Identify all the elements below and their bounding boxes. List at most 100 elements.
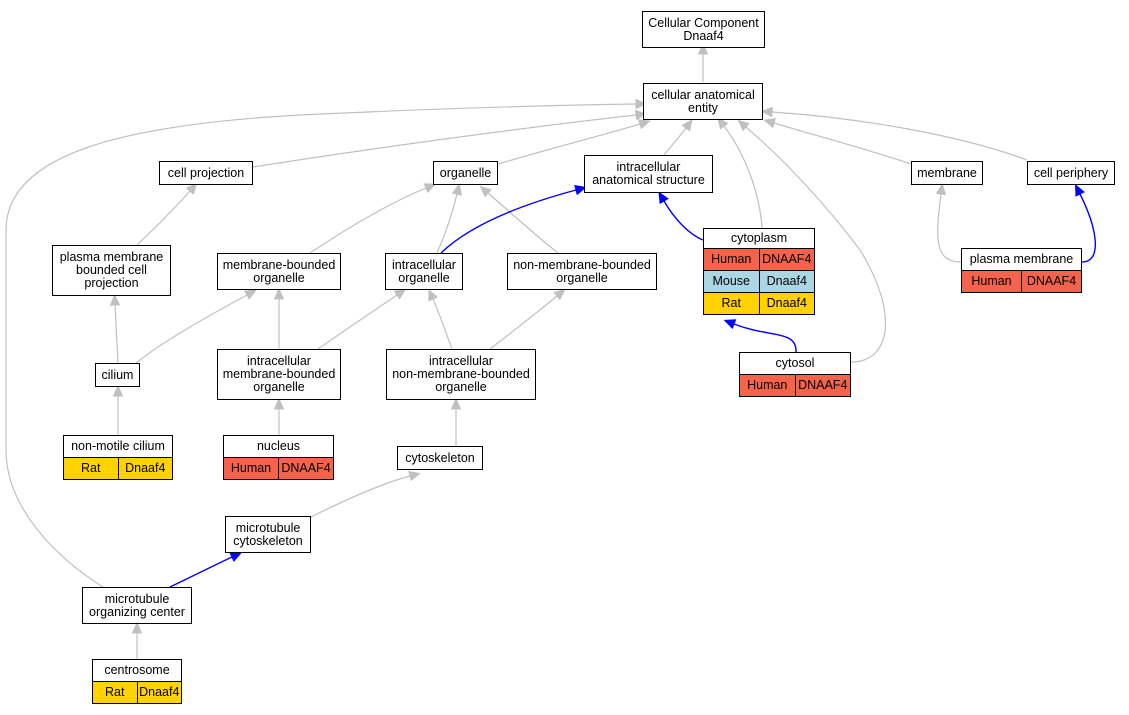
gene-cell: Dnaaf4 bbox=[758, 271, 815, 292]
species-cell: Human bbox=[711, 252, 752, 266]
gene-cell: DNAAF4 bbox=[794, 375, 851, 396]
label-line: centrosome bbox=[104, 663, 170, 677]
arrowhead-nmcilium-to-cilium bbox=[112, 384, 124, 397]
arrowhead-pm-to-membrane bbox=[935, 182, 947, 196]
arrowhead-cytosol-to-cae bbox=[737, 119, 750, 132]
edge-cytoplasm-to-ias bbox=[663, 200, 704, 241]
node-label: cytoskeleton bbox=[398, 447, 482, 469]
label-line: microtubule bbox=[235, 520, 301, 535]
node-organelle[interactable]: organelle bbox=[433, 161, 498, 185]
label-line: intracellular bbox=[247, 354, 311, 368]
arrowhead-imbo-to-io bbox=[393, 288, 407, 300]
arrowhead-cellper-to-cae bbox=[760, 106, 773, 118]
edge-inmbo-to-io bbox=[432, 298, 453, 350]
arrowhead-nucleus-to-imbo bbox=[273, 397, 285, 410]
arrowhead-membrane-to-cae bbox=[763, 118, 777, 129]
node-label: cytosol bbox=[740, 353, 850, 374]
node-label: cytoplasm bbox=[704, 229, 814, 248]
arrowhead-mtoc-to-cae bbox=[635, 98, 648, 110]
label-line: microtubule bbox=[104, 591, 170, 606]
label-line: membrane-bounded bbox=[222, 257, 336, 272]
arrowhead-cilium-to-pmbcp bbox=[109, 293, 121, 306]
node-plasma-membrane[interactable]: plasma membrane Human DNAAF4 bbox=[961, 248, 1082, 293]
annotation-row: Human DNAAF4 bbox=[704, 248, 814, 270]
gene-cell: DNAAF4 bbox=[758, 249, 815, 270]
annotation-row: Human DNAAF4 bbox=[962, 270, 1081, 292]
gene-cell: Dnaaf4 bbox=[117, 458, 173, 479]
edge-pm-to-cellper bbox=[1079, 193, 1096, 263]
node-label: non-motile cilium bbox=[64, 436, 172, 457]
edge-mtoc-to-cae bbox=[5, 103, 637, 588]
edge-mbo-to-organelle bbox=[309, 187, 427, 254]
label-line: organelle bbox=[435, 380, 487, 394]
arrowhead-ias-to-cae bbox=[681, 119, 693, 132]
species-cell: Human bbox=[971, 274, 1012, 288]
label-line: anatomical structure bbox=[592, 173, 705, 187]
edge-ias-to-cae bbox=[663, 127, 687, 156]
label-line: organizing center bbox=[89, 604, 185, 619]
edge-cilium-to-mbo bbox=[135, 294, 248, 364]
arrowhead-pmbcp-to-cellproj bbox=[185, 182, 198, 195]
species-cell: Human bbox=[230, 461, 272, 475]
arrowhead-mtcsk-to-cytoskeleton bbox=[408, 471, 421, 482]
label-line: membrane bbox=[917, 165, 977, 180]
arrowhead-inmbo-to-nmbo bbox=[553, 288, 566, 301]
node-label: membrane bbox=[912, 162, 982, 184]
edge-organelle-to-cae bbox=[497, 123, 641, 165]
arrowhead-inmbo-to-io bbox=[428, 288, 439, 302]
node-cytoskeleton[interactable]: cytoskeleton bbox=[397, 446, 483, 470]
label-line: intracellular bbox=[392, 257, 456, 272]
arrowhead-mtoc-to-mtcsk bbox=[229, 552, 243, 562]
edge-io-to-ias bbox=[440, 189, 577, 254]
label-line: organelle bbox=[253, 270, 305, 285]
edge-nmbo-to-organelle bbox=[487, 192, 559, 254]
node-cilium[interactable]: cilium bbox=[95, 363, 140, 387]
label-line: non-membrane-bounded bbox=[513, 257, 651, 272]
gene-cell: DNAAF4 bbox=[1021, 271, 1081, 292]
edge-cytosol-to-cytoplasm bbox=[733, 323, 797, 353]
label-line: cell periphery bbox=[1033, 165, 1109, 180]
arrowhead-pm-to-cellper bbox=[1074, 183, 1085, 197]
arrowhead-io-to-ias bbox=[574, 185, 587, 196]
node-membrane[interactable]: membrane bbox=[911, 161, 983, 185]
node-cell-projection[interactable]: cell projection bbox=[159, 161, 253, 185]
node-label: cilium bbox=[96, 364, 139, 386]
label-line: plasma membrane bbox=[969, 252, 1074, 266]
arrowhead-mbo-to-organelle bbox=[423, 183, 437, 194]
edge-io-to-organelle bbox=[436, 193, 458, 254]
edge-cellproj-to-cae bbox=[252, 114, 637, 168]
species-cell: Rat bbox=[721, 296, 741, 310]
edge-cellper-to-cae bbox=[771, 111, 1028, 161]
label-line: cytoskeleton bbox=[405, 450, 475, 465]
node-cell-periphery[interactable]: cell periphery bbox=[1027, 161, 1115, 185]
arrowhead-cytoplasm-to-cae bbox=[717, 117, 729, 130]
label-line: organelle bbox=[398, 270, 450, 285]
label-line: entity bbox=[688, 100, 718, 115]
label-line: cytosol bbox=[775, 356, 815, 370]
